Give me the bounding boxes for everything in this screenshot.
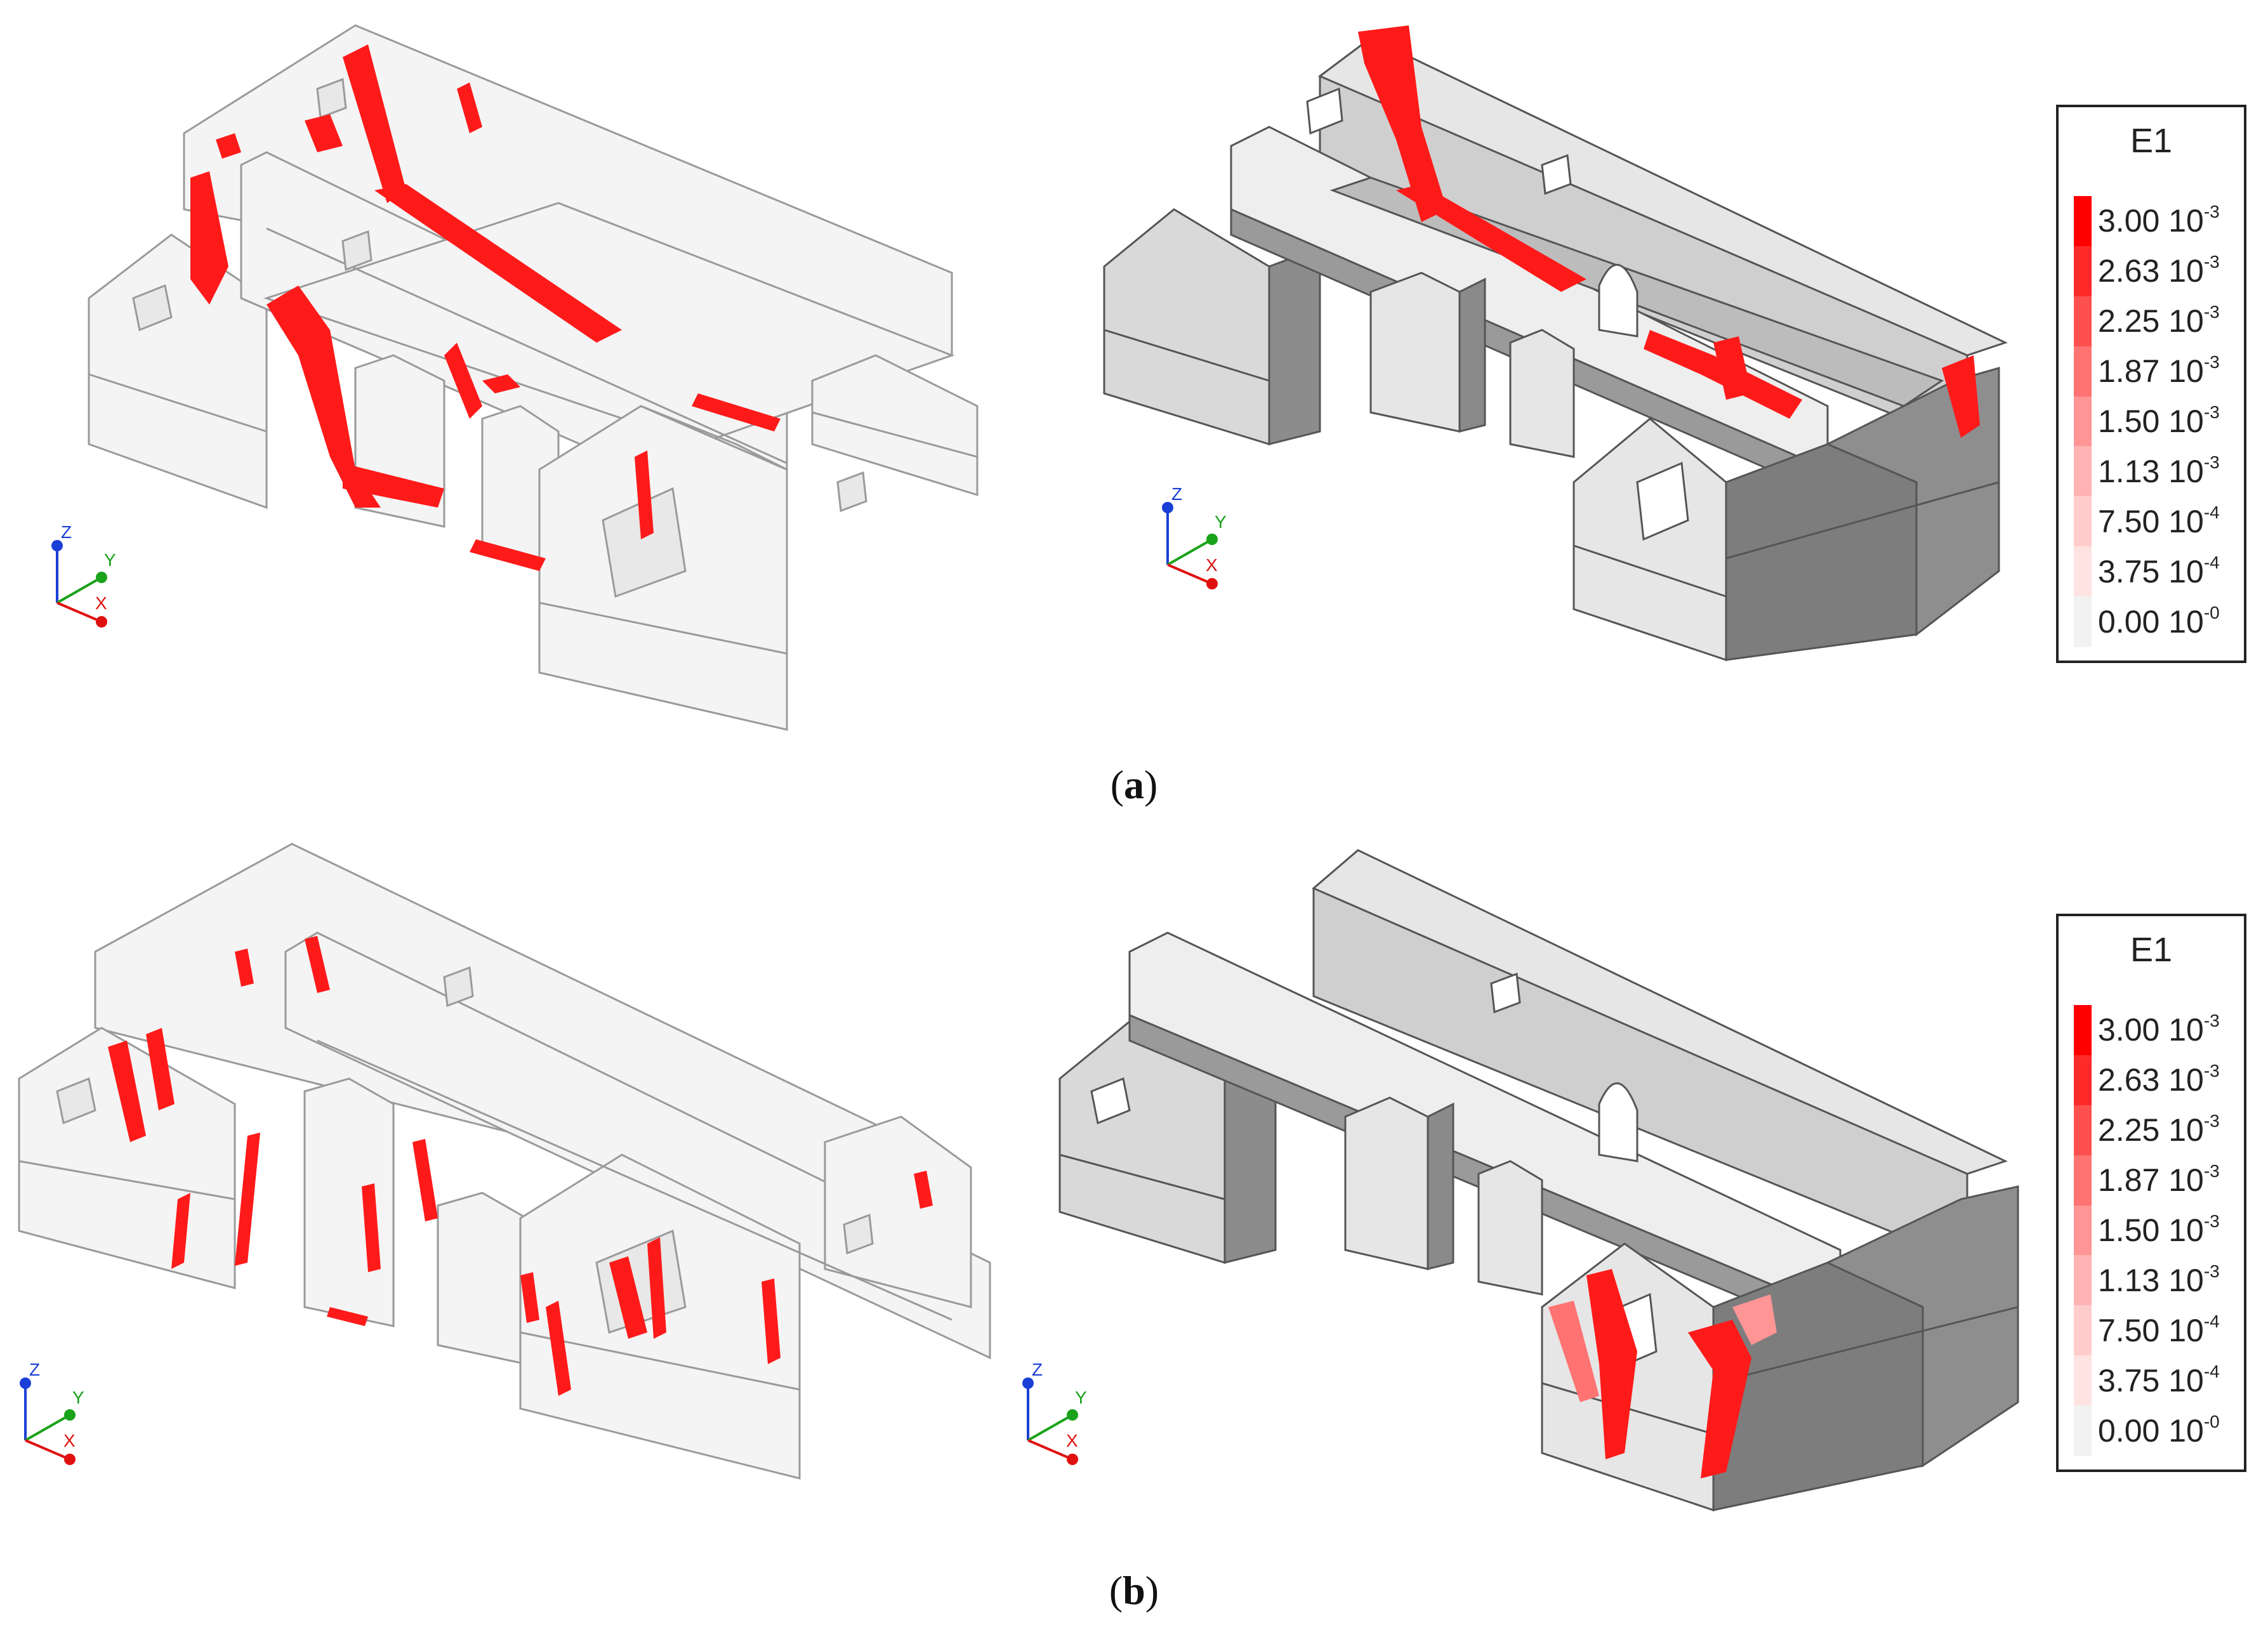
axis-y-label: Y [1215,512,1227,532]
legend-level-label: 2.63 10-3 [2098,1061,2220,1098]
legend-color-swatch [2074,296,2092,347]
axis-z-label: Z [1171,484,1182,504]
legend-level-label: 3.75 10-4 [2098,552,2220,589]
legend-a: E1 3.00 10-3 2.63 10-3 2.25 10-3 1.87 10-3 1… [2056,105,2246,663]
model-a-solid [1103,37,2008,662]
legend-level-label: 0.00 10-0 [2098,602,2220,640]
legend-color-swatch [2074,1255,2092,1306]
model-b-solid [1058,849,2019,1512]
panel-caption-letter: a [1124,762,1144,807]
axis-y-label: Y [104,550,116,570]
panel-caption-a: (a) [1110,762,1158,807]
legend-level-label: 3.00 10-3 [2098,1011,2220,1048]
axis-x-label: X [95,593,107,613]
legend-color-swatch [2074,246,2092,297]
axis-triad-b-right: Z Y X [1022,1360,1087,1465]
panel-caption-b: (b) [1109,1568,1159,1613]
legend-level-label: 2.25 10-3 [2098,1111,2220,1148]
crack-pattern-a-solid [1358,25,1980,438]
axis-z-label: Z [29,1360,40,1379]
legend-level-label: 7.50 10-4 [2098,1311,2220,1348]
legend-color-swatch [2074,1205,2092,1256]
legend-color-swatch [2074,396,2092,447]
axis-triad-b-left: Z Y X [20,1360,84,1465]
legend-level-label: 1.13 10-3 [2098,452,2220,489]
axis-x-label: X [1206,555,1218,575]
model-a-mesh [88,24,979,731]
legend-level-label: 1.87 10-3 [2098,1161,2220,1199]
legend-color-swatch [2074,1155,2092,1206]
model-b-mesh [18,843,991,1480]
legend-color-swatch [2074,1005,2092,1056]
legend-color-swatch [2074,196,2092,247]
legend-level-label: 1.13 10-3 [2098,1261,2220,1298]
legend-b: E1 3.00 10-3 2.63 10-3 2.25 10-3 1.87 10-3 1… [2056,914,2246,1472]
legend-title: E1 [2130,931,2173,969]
legend-color-swatch [2074,1405,2092,1456]
legend-color-swatch [2074,1305,2092,1357]
legend-level-label: 3.00 10-3 [2098,202,2220,239]
legend-color-swatch [2074,1055,2092,1106]
legend-level-label: 2.63 10-3 [2098,252,2220,289]
crack-pattern-b [108,936,933,1396]
legend-level-label: 1.50 10-3 [2098,402,2220,439]
axis-z-label: Z [61,522,72,542]
legend-color-swatch [2074,346,2092,397]
axis-triad-a-right: Z Y X [1162,484,1227,589]
axis-x-label: X [63,1431,76,1450]
legend-level-label: 7.50 10-4 [2098,502,2220,539]
legend-level-label: 2.25 10-3 [2098,302,2220,339]
crack-pattern-a [190,44,781,571]
legend-colorbar [2074,196,2092,647]
axis-triad-a-left: Z Y X [51,522,116,628]
legend-colorbar [2074,1005,2092,1456]
legend-color-swatch [2074,1105,2092,1156]
legend-color-swatch [2074,546,2092,598]
axis-y-label: Y [72,1388,84,1407]
legend-level-label: 3.75 10-4 [2098,1361,2220,1398]
axis-y-label: Y [1075,1388,1087,1407]
axis-z-label: Z [1032,1360,1043,1379]
legend-color-swatch [2074,1355,2092,1407]
legend-color-swatch [2074,446,2092,497]
legend-level-label: 1.87 10-3 [2098,352,2220,390]
legend-color-swatch [2074,496,2092,548]
axis-x-label: X [1066,1431,1078,1450]
legend-color-swatch [2074,596,2092,647]
panel-caption-letter: b [1123,1568,1145,1613]
legend-level-label: 1.50 10-3 [2098,1211,2220,1248]
crack-pattern-b-solid [1548,1269,1777,1478]
legend-title: E1 [2130,122,2173,160]
legend-level-label: 0.00 10-0 [2098,1411,2220,1449]
